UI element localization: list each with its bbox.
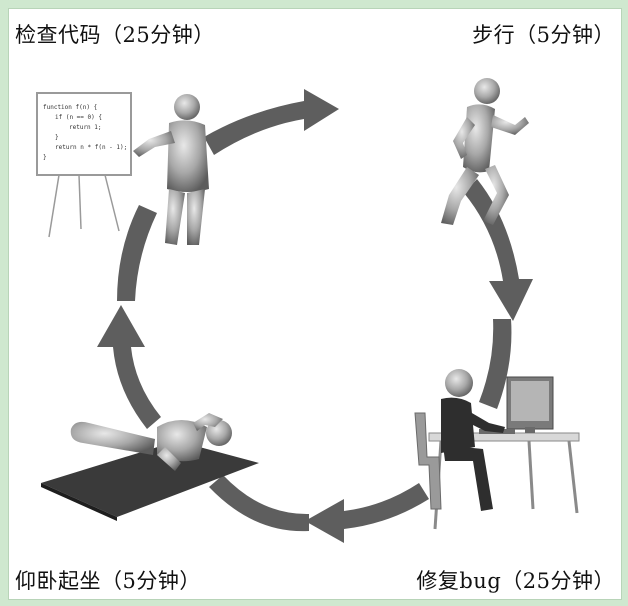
- figure-presenting: [133, 94, 209, 245]
- figure-situps: [70, 413, 232, 471]
- figure-coding: [441, 369, 505, 511]
- step-fix-bug-label: 修复bug（25分钟）: [416, 569, 615, 593]
- arrow-bottom: [209, 475, 429, 543]
- step-review-code-label: 检查代码（25分钟）: [15, 23, 215, 47]
- step-situps-label: 仰卧起坐（5分钟）: [15, 569, 201, 593]
- arrow-top: [204, 89, 339, 155]
- code-line-5: return n * f(n - 1);: [55, 144, 127, 151]
- step-walk-label: 步行（5分钟）: [472, 23, 615, 47]
- code-line-1: function f(n) {: [43, 104, 97, 111]
- arrow-right: [464, 179, 533, 321]
- code-line-2: if (n == 0) {: [55, 114, 102, 121]
- arrow-right-lower: [479, 319, 512, 409]
- figure-walking: [441, 78, 529, 225]
- code-line-4: }: [55, 134, 59, 141]
- desk-computer: [414, 376, 580, 530]
- diagram-frame: function f(n) { if (n == 0) { return 1; …: [8, 8, 622, 600]
- exercise-mat: [41, 441, 259, 521]
- code-line-6: }: [43, 154, 47, 161]
- arrow-left: [97, 205, 161, 429]
- whiteboard: function f(n) { if (n == 0) { return 1; …: [36, 92, 132, 238]
- code-line-3: return 1;: [69, 124, 102, 131]
- cycle-diagram: function f(n) { if (n == 0) { return 1; …: [36, 78, 580, 543]
